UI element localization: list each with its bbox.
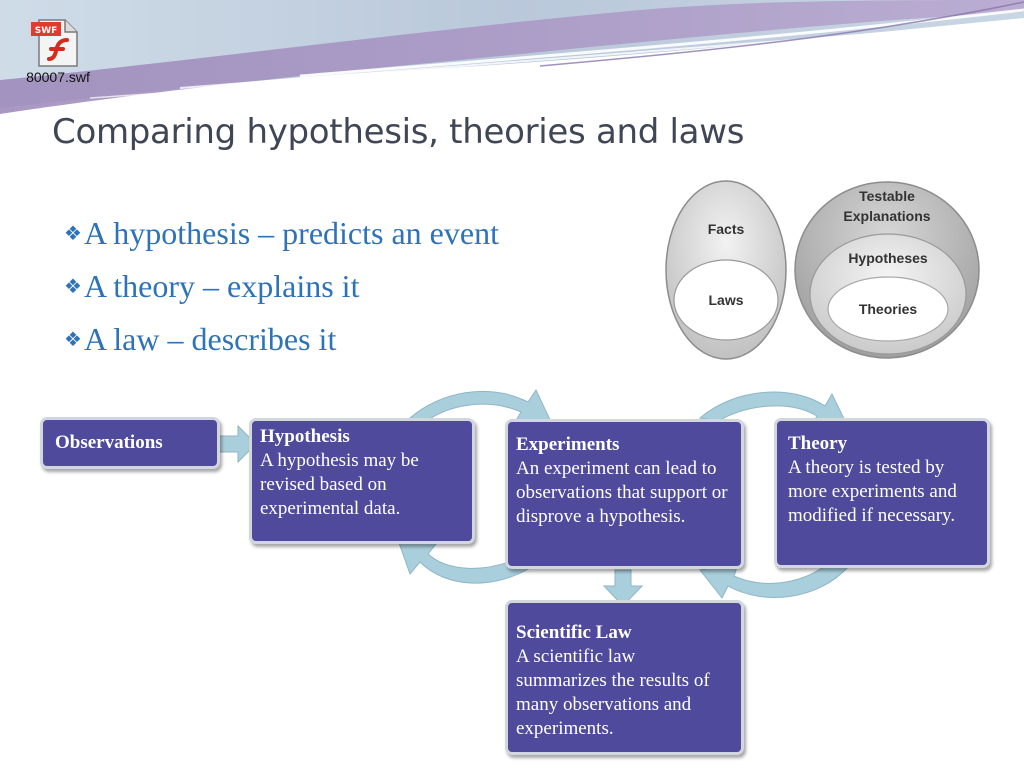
bullet-list: ❖A hypothesis – predicts an event ❖A the… bbox=[64, 212, 499, 371]
observations-title: Observations bbox=[55, 432, 163, 453]
venn-label-facts: Facts bbox=[708, 221, 745, 237]
venn-label-theories: Theories bbox=[859, 301, 918, 317]
bullet-item: ❖A theory – explains it bbox=[64, 265, 499, 318]
bullet-diamond-icon: ❖ bbox=[64, 276, 82, 298]
hypothesis-box: Hypothesis A hypothesis may be revised b… bbox=[249, 418, 475, 544]
bullet-text: A law – describes it bbox=[83, 321, 337, 357]
bullet-item: ❖A hypothesis – predicts an event bbox=[64, 212, 499, 265]
hypothesis-description: A hypothesis may be revised based on exp… bbox=[260, 450, 419, 519]
flash-document-icon: SWF bbox=[31, 19, 78, 67]
venn-label-laws: Laws bbox=[708, 292, 743, 308]
arrow-theory-to-experiments bbox=[699, 559, 849, 599]
file-name-label: 80007.swf bbox=[26, 69, 90, 85]
bullet-text: A hypothesis – predicts an event bbox=[83, 215, 499, 251]
arrow-experiments-to-law bbox=[602, 569, 644, 607]
venn-label-hypotheses: Hypotheses bbox=[848, 250, 928, 266]
experiments-box: Experiments An experiment can lead to ob… bbox=[505, 419, 744, 569]
arrow-observations-to-hypothesis bbox=[218, 424, 257, 464]
hypothesis-title: Hypothesis bbox=[260, 426, 350, 447]
observations-box: Observations bbox=[40, 417, 220, 469]
slide-title: Comparing hypothesis, theories and laws bbox=[52, 112, 745, 152]
laws-ellipse bbox=[673, 259, 779, 341]
bullet-diamond-icon: ❖ bbox=[64, 329, 82, 351]
venn-diagram: Facts Laws Testable Explanations Hypothe… bbox=[665, 180, 980, 360]
theory-description: A theory is tested by more experiments a… bbox=[788, 457, 957, 526]
venn-label-testable: Testable bbox=[859, 188, 915, 204]
bullet-text: A theory – explains it bbox=[83, 268, 360, 304]
experiments-description: An experiment can lead to observations t… bbox=[516, 458, 728, 527]
theories-ellipse bbox=[827, 276, 949, 342]
scientific-law-title: Scientific Law bbox=[516, 622, 632, 643]
bullet-diamond-icon: ❖ bbox=[64, 223, 82, 245]
arrow-experiments-to-hypothesis bbox=[397, 539, 532, 584]
venn-label-explanations: Explanations bbox=[843, 208, 930, 224]
bullet-item: ❖A law – describes it bbox=[64, 318, 499, 371]
swf-file-icon[interactable]: SWF 80007.swf bbox=[18, 14, 98, 90]
theory-box: Theory A theory is tested by more experi… bbox=[774, 418, 990, 568]
experiments-title: Experiments bbox=[516, 434, 620, 455]
theory-title: Theory bbox=[788, 433, 848, 454]
swf-badge: SWF bbox=[35, 26, 58, 36]
